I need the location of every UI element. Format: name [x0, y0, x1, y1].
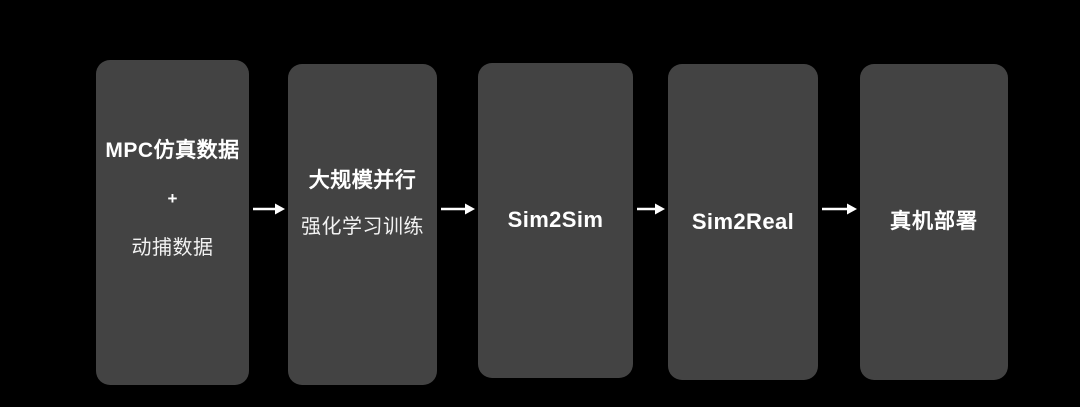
flow-node-text-stack: MPC仿真数据 + 动捕数据	[96, 138, 249, 260]
flow-node-label: Sim2Sim	[507, 207, 604, 233]
arrow-right-icon	[636, 199, 666, 219]
flow-node-label-secondary: 强化学习训练	[301, 216, 424, 239]
flow-node-real-robot-deployment: 真机部署	[860, 64, 1008, 380]
flow-node-label: Sim2Real	[691, 208, 795, 234]
flow-node-label-primary: MPC仿真数据	[105, 139, 240, 162]
arrow-right-icon	[252, 199, 286, 219]
flow-node-sim2real: Sim2Real	[668, 64, 818, 380]
flow-node-text-stack: 大规模并行 强化学习训练	[288, 168, 437, 239]
flow-node-mpc-sim-data: MPC仿真数据 + 动捕数据	[96, 60, 249, 385]
arrow-right-icon	[821, 199, 858, 219]
arrow-right-icon	[440, 199, 476, 219]
flow-node-sim2sim: Sim2Sim	[478, 63, 633, 378]
flow-node-label-primary: 大规模并行	[308, 169, 417, 192]
flow-node-label-plus: +	[167, 189, 178, 209]
flow-node-label: 真机部署	[890, 210, 978, 234]
flow-node-large-scale-parallel-rl-training: 大规模并行 强化学习训练	[288, 64, 437, 385]
flow-node-label-secondary: 动捕数据	[131, 236, 214, 259]
